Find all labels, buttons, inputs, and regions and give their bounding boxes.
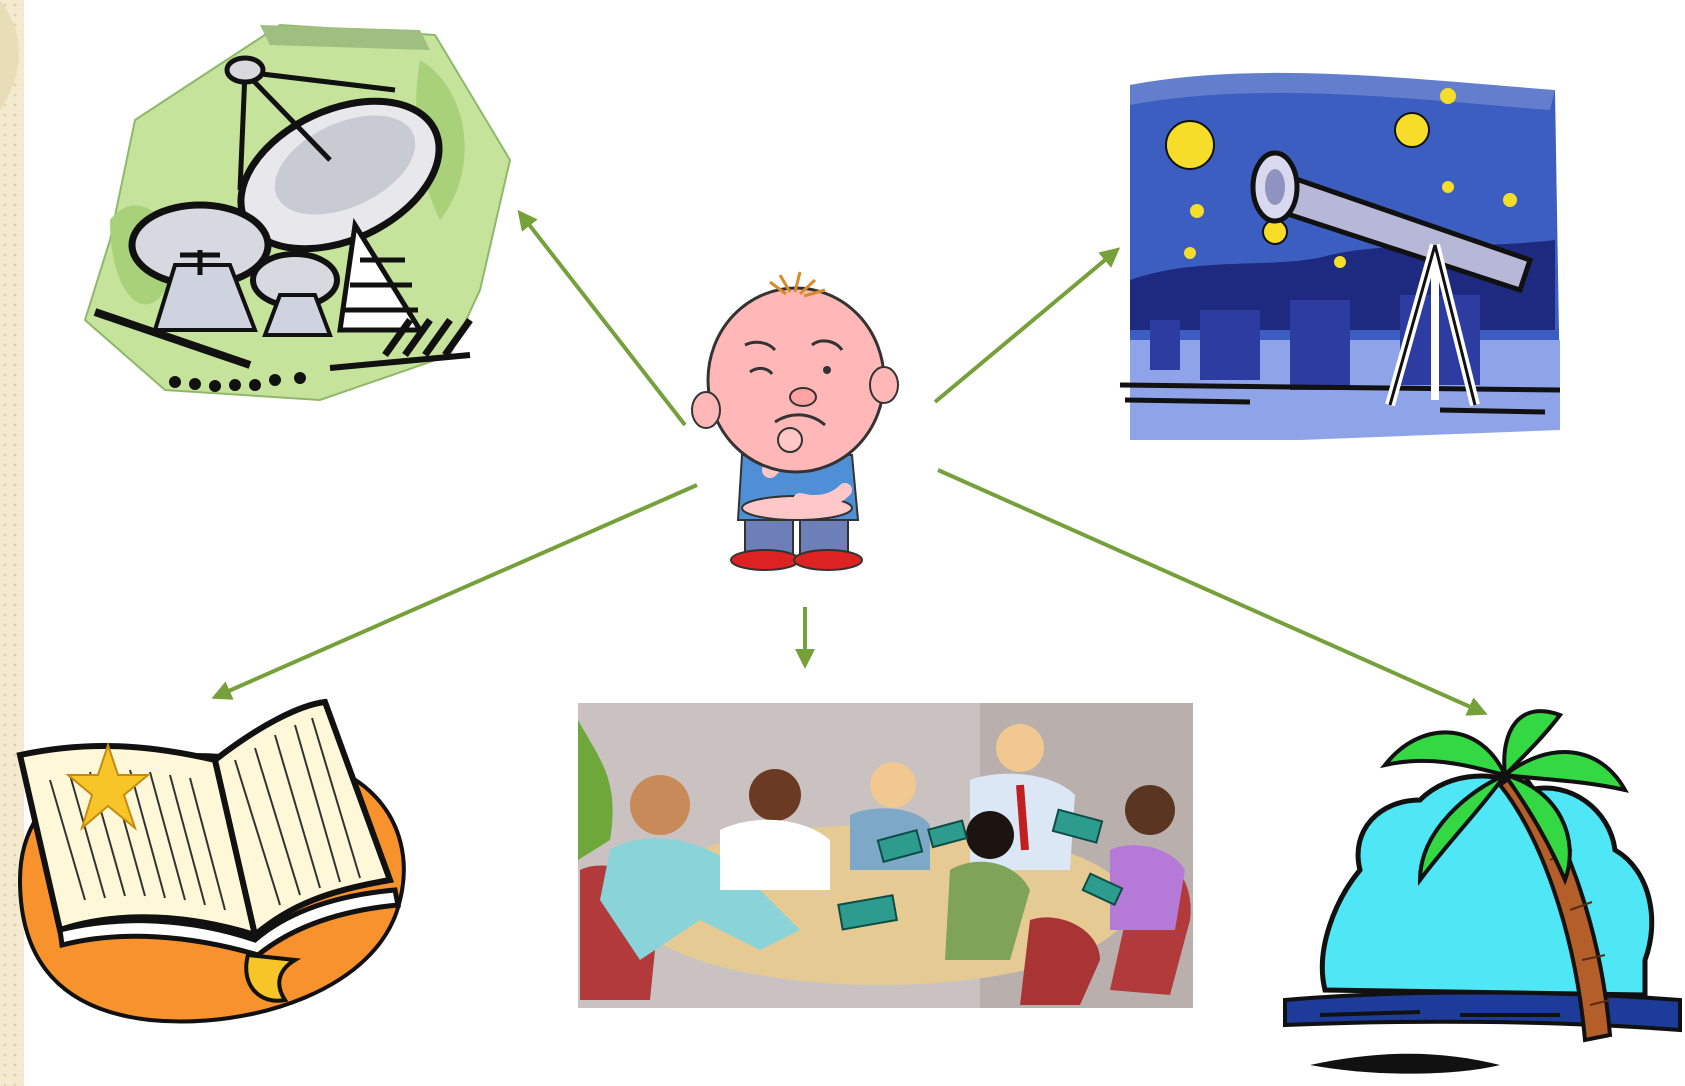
arrow-to-satellite bbox=[517, 209, 687, 427]
left-border bbox=[0, 0, 24, 1086]
satellite-dish-icon bbox=[83, 23, 512, 402]
telescope-night-sky-icon bbox=[1119, 72, 1561, 440]
thinking-child-icon bbox=[691, 271, 899, 571]
open-book-icon bbox=[16, 698, 406, 1024]
arrow-to-telescope bbox=[933, 247, 1121, 404]
arrow-to-palm bbox=[937, 468, 1488, 716]
arrow-to-book bbox=[211, 483, 698, 700]
palm-tree-island-icon bbox=[1283, 709, 1682, 1074]
meeting-table-people-icon bbox=[578, 703, 1193, 1008]
